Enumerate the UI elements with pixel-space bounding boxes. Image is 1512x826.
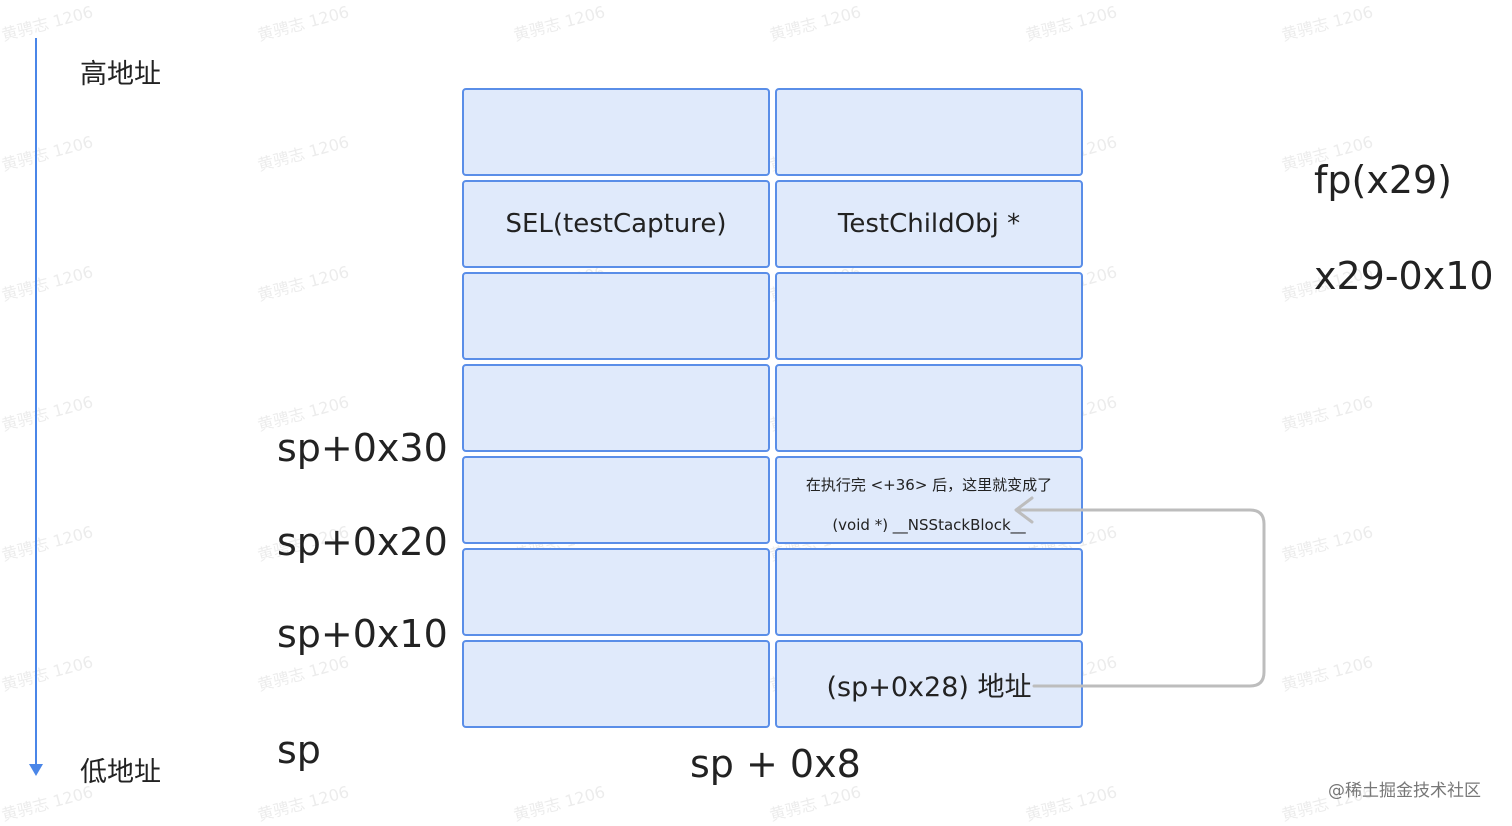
stack-block-note-line1: 在执行完 <+36> 后，这里就变成了	[805, 476, 1053, 494]
stack-cell-r5-left	[462, 548, 770, 636]
sp-0x28-address-label: (sp+0x28) 地址	[826, 671, 1032, 703]
offset-label-sp-0x10: sp+0x10	[277, 612, 448, 656]
test-child-obj-label: TestChildObj *	[837, 209, 1021, 239]
offset-label-sp-0x8: sp + 0x8	[690, 742, 861, 786]
x29-minus-0x10-label: x29-0x10	[1314, 254, 1494, 298]
axis-arrow-down-icon	[29, 764, 43, 776]
stack-cell-r4-left	[462, 456, 770, 544]
offset-label-sp-0x30: sp+0x30	[277, 426, 448, 470]
stack-cell-r3-left	[462, 364, 770, 452]
stack-cell-r6-left	[462, 640, 770, 728]
offset-label-sp: sp	[277, 728, 321, 772]
stack-cell-r3-right	[775, 364, 1083, 452]
frame-pointer-label: fp(x29)	[1314, 158, 1452, 202]
stack-cell-r0-left	[462, 88, 770, 176]
juejin-credit: @稀土掘金技术社区	[1328, 781, 1481, 801]
stack-cell-r5-right	[775, 548, 1083, 636]
address-axis-line	[35, 38, 37, 764]
stack-cell-r1-left: SEL(testCapture)	[462, 180, 770, 268]
sel-test-capture-label: SEL(testCapture)	[505, 209, 727, 239]
offset-label-sp-0x20: sp+0x20	[277, 520, 448, 564]
stack-cell-r1-right: TestChildObj *	[775, 180, 1083, 268]
stack-cell-r6-right: (sp+0x28) 地址	[775, 640, 1083, 728]
stack-cell-r2-right	[775, 272, 1083, 360]
stack-block-note-line2: (void *) __NSStackBlock__	[832, 516, 1026, 534]
low-address-label: 低地址	[80, 757, 161, 788]
stack-cell-r0-right	[775, 88, 1083, 176]
high-address-label: 高地址	[80, 59, 161, 90]
stack-cell-r2-left	[462, 272, 770, 360]
